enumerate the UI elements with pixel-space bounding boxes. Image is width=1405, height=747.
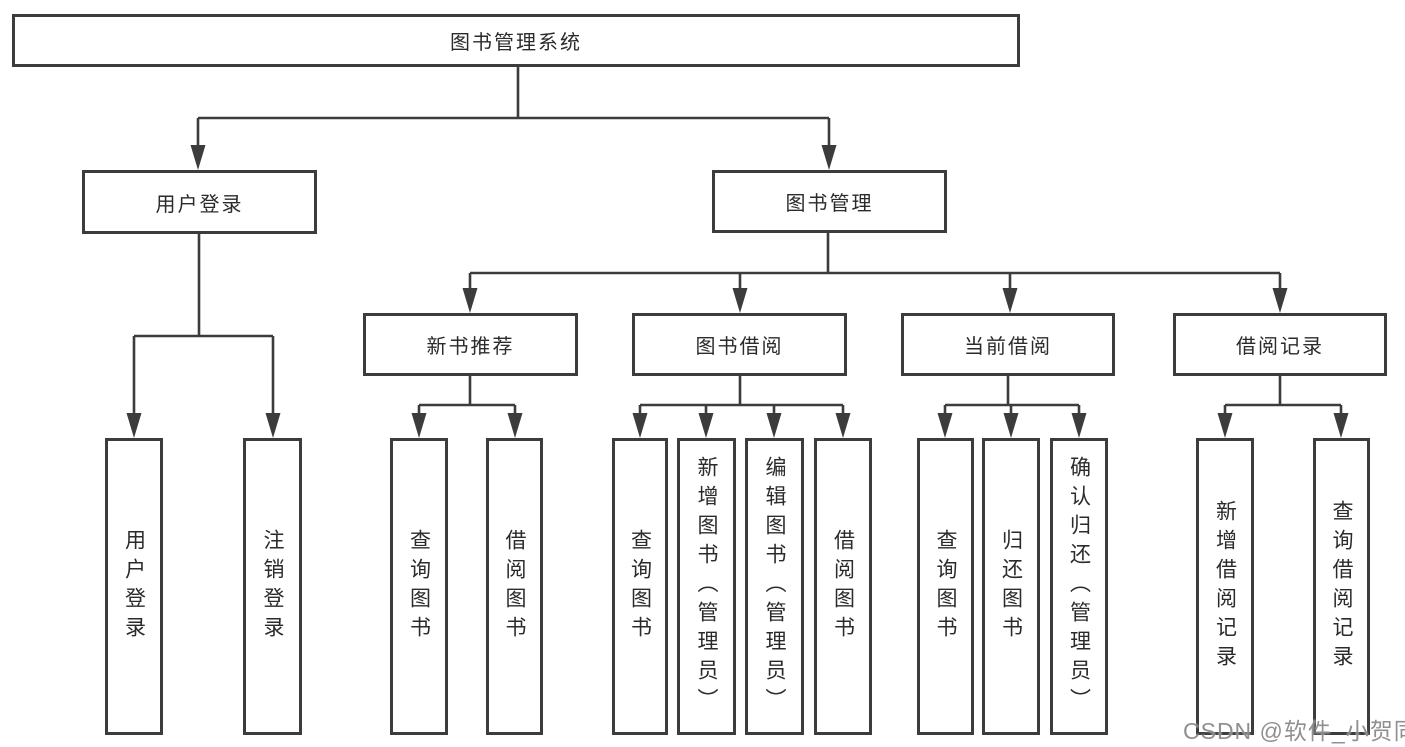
node-new-book-recommendation-label: 新书推荐 xyxy=(426,336,515,358)
leaf-borrowing-borrow-books: 借阅图书 xyxy=(814,438,872,735)
leaf-borrowing-query-books-label: 查询图书 xyxy=(628,528,652,645)
leaf-current-query-books: 查询图书 xyxy=(917,438,974,735)
leaf-current-confirm-return-admin: 确认归还（管理员） xyxy=(1050,438,1108,735)
leaf-records-query-record-label: 查询借阅记录 xyxy=(1330,499,1353,674)
leaf-user-login: 用户登录 xyxy=(105,438,163,735)
leaf-recommend-query-books: 查询图书 xyxy=(390,438,448,735)
leaf-user-login-label: 用户登录 xyxy=(122,528,146,645)
node-new-book-recommendation: 新书推荐 xyxy=(363,313,578,376)
node-user-login: 用户登录 xyxy=(82,170,317,234)
leaf-current-return-books-label: 归还图书 xyxy=(999,528,1023,645)
leaf-recommend-borrow-books: 借阅图书 xyxy=(486,438,543,735)
leaf-recommend-borrow-books-label: 借阅图书 xyxy=(503,528,526,645)
leaf-logout-label: 注销登录 xyxy=(261,528,284,645)
node-library-system-label: 图书管理系统 xyxy=(450,32,582,54)
leaf-logout: 注销登录 xyxy=(243,438,302,735)
node-borrowing-records-label: 借阅记录 xyxy=(1236,336,1324,358)
leaf-borrowing-borrow-books-label: 借阅图书 xyxy=(831,528,855,645)
leaf-borrowing-add-books-admin-label: 新增图书（管理员） xyxy=(695,456,718,717)
node-book-management: 图书管理 xyxy=(712,170,947,233)
leaf-borrowing-add-books-admin: 新增图书（管理员） xyxy=(677,438,736,735)
node-current-borrowing: 当前借阅 xyxy=(901,313,1115,376)
node-book-borrowing-label: 图书借阅 xyxy=(695,336,784,358)
leaf-borrowing-edit-books-admin: 编辑图书（管理员） xyxy=(745,438,804,735)
leaf-current-confirm-return-admin-label: 确认归还（管理员） xyxy=(1067,456,1091,717)
node-library-system: 图书管理系统 xyxy=(12,14,1020,67)
leaf-borrowing-edit-books-admin-label: 编辑图书（管理员） xyxy=(763,456,786,717)
node-user-login-label: 用户登录 xyxy=(155,193,244,216)
leaf-recommend-query-books-label: 查询图书 xyxy=(407,528,431,645)
leaf-current-query-books-label: 查询图书 xyxy=(934,528,957,645)
node-borrowing-records: 借阅记录 xyxy=(1173,313,1387,376)
leaf-current-return-books: 归还图书 xyxy=(982,438,1040,735)
leaf-borrowing-query-books: 查询图书 xyxy=(612,438,668,735)
leaf-records-query-record: 查询借阅记录 xyxy=(1313,438,1370,735)
node-book-borrowing: 图书借阅 xyxy=(632,313,847,376)
node-book-management-label: 图书管理 xyxy=(785,193,874,215)
leaf-records-add-record-label: 新增借阅记录 xyxy=(1213,499,1237,674)
node-current-borrowing-label: 当前借阅 xyxy=(964,336,1052,358)
leaf-records-add-record: 新增借阅记录 xyxy=(1196,438,1254,735)
